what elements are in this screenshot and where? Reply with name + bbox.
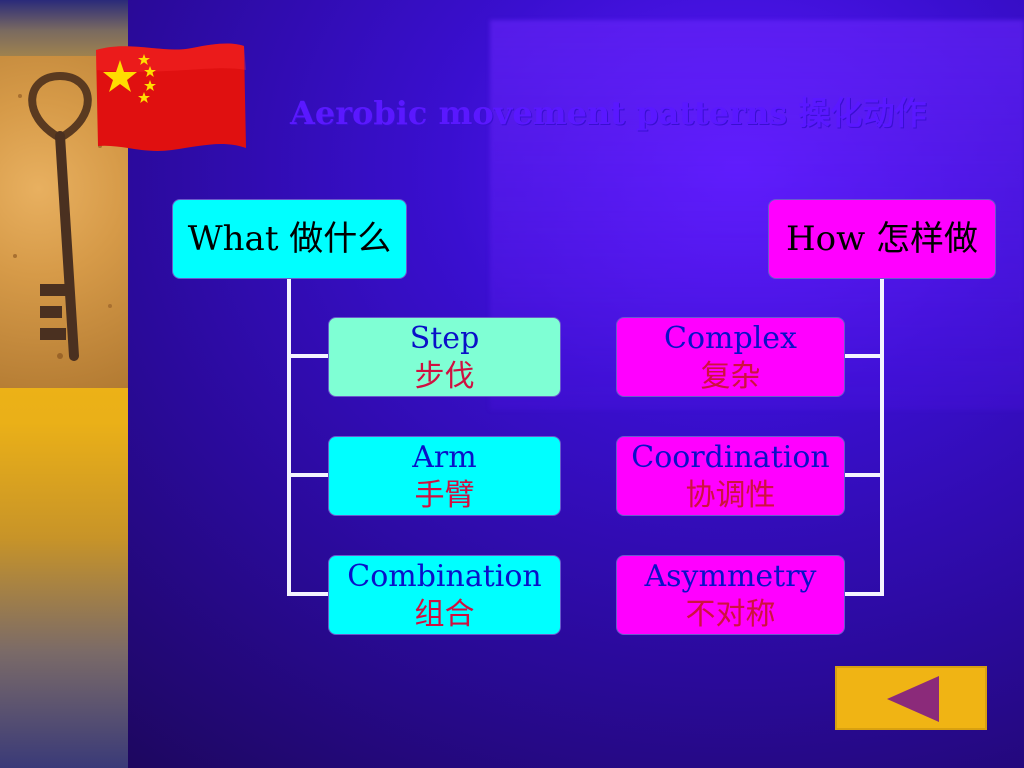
how-item-coordination: Coordination 协调性 <box>616 436 845 516</box>
back-arrow-icon <box>887 676 939 722</box>
how-item-complex: Complex 复杂 <box>616 317 845 397</box>
how-item-label-zh: 不对称 <box>685 597 776 632</box>
how-header: How 怎样做 <box>785 219 979 259</box>
what-item-label: Step <box>409 321 480 356</box>
what-item-label-zh: 手臂 <box>414 478 475 513</box>
how-item-label-zh: 协调性 <box>685 478 776 513</box>
back-button[interactable] <box>835 666 987 730</box>
slide-title: Aerobic movement patterns 操化动作 <box>290 94 927 132</box>
what-item-label-zh: 步伐 <box>414 359 475 394</box>
how-item-label: Coordination <box>631 440 830 475</box>
what-header: What 做什么 <box>187 219 392 259</box>
how-item-label: Complex <box>664 321 797 356</box>
what-item-combination: Combination 组合 <box>328 555 561 635</box>
how-item-label-zh: 复杂 <box>700 359 761 394</box>
how-item-asymmetry: Asymmetry 不对称 <box>616 555 845 635</box>
how-header-box: How 怎样做 <box>768 199 996 279</box>
what-item-arm: Arm 手臂 <box>328 436 561 516</box>
what-item-step: Step 步伐 <box>328 317 561 397</box>
what-item-label: Arm <box>412 440 477 475</box>
what-header-box: What 做什么 <box>172 199 407 279</box>
what-item-label-zh: 组合 <box>414 597 475 632</box>
how-item-label: Asymmetry <box>644 559 817 594</box>
what-item-label: Combination <box>347 559 542 594</box>
china-flag-icon <box>96 43 246 151</box>
